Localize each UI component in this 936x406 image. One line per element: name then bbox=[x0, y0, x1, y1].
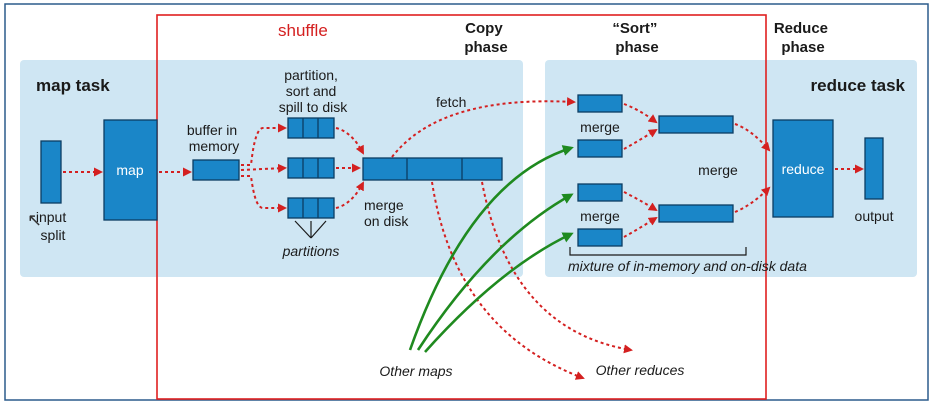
cursor-icon: ↖ bbox=[27, 210, 42, 230]
map-label: map bbox=[116, 162, 143, 178]
copy-segment-1 bbox=[577, 94, 623, 113]
spill-file-3 bbox=[287, 197, 335, 219]
output-box bbox=[864, 137, 884, 200]
input-split-label: input split bbox=[36, 209, 70, 243]
shuffle-label: shuffle bbox=[278, 21, 328, 40]
sort-phase-label: “Sort” phase bbox=[612, 20, 661, 56]
other-maps-arrows bbox=[408, 145, 574, 353]
copy-segment-2 bbox=[577, 139, 623, 158]
input-split-box bbox=[40, 140, 62, 204]
output-label: output bbox=[855, 208, 894, 224]
merge-on-disk-label: merge on disk bbox=[364, 197, 409, 229]
copy-segment-3 bbox=[577, 183, 623, 202]
merged-spill-file bbox=[362, 157, 503, 181]
mixture-bracket bbox=[569, 247, 747, 256]
other-reduces-label: Other reduces bbox=[596, 362, 685, 378]
partition-label: partition, sort and spill to disk bbox=[279, 67, 348, 115]
merge-bottom-label: merge bbox=[580, 208, 620, 224]
merged-segment-1 bbox=[658, 115, 734, 134]
map-task-title: map task bbox=[36, 76, 110, 95]
spill-file-2 bbox=[287, 157, 335, 179]
merge-top-label: merge bbox=[580, 119, 620, 135]
data-flow-arrows bbox=[63, 97, 864, 380]
reduce-task-panel bbox=[545, 60, 917, 277]
merge-right-label: merge bbox=[698, 162, 738, 178]
fetch-label: fetch bbox=[436, 94, 466, 110]
mixture-label: mixture of in-memory and on-disk data bbox=[568, 258, 807, 274]
copy-segment-4 bbox=[577, 228, 623, 247]
merged-segment-2 bbox=[658, 204, 734, 223]
buffer-label: buffer in memory bbox=[187, 122, 241, 154]
copy-phase-label: Copy phase bbox=[464, 20, 507, 56]
spill-file-1 bbox=[287, 117, 335, 139]
reduce-task-title: reduce task bbox=[811, 76, 906, 95]
other-maps-label: Other maps bbox=[379, 363, 452, 379]
partitions-label: partitions bbox=[282, 243, 340, 259]
reduce-label: reduce bbox=[782, 161, 825, 177]
map-box bbox=[103, 119, 158, 221]
buffer-box bbox=[192, 159, 240, 181]
reduce-phase-label: Reduce phase bbox=[774, 20, 832, 56]
reduce-box bbox=[772, 119, 834, 218]
partitions-pointer bbox=[294, 220, 327, 239]
